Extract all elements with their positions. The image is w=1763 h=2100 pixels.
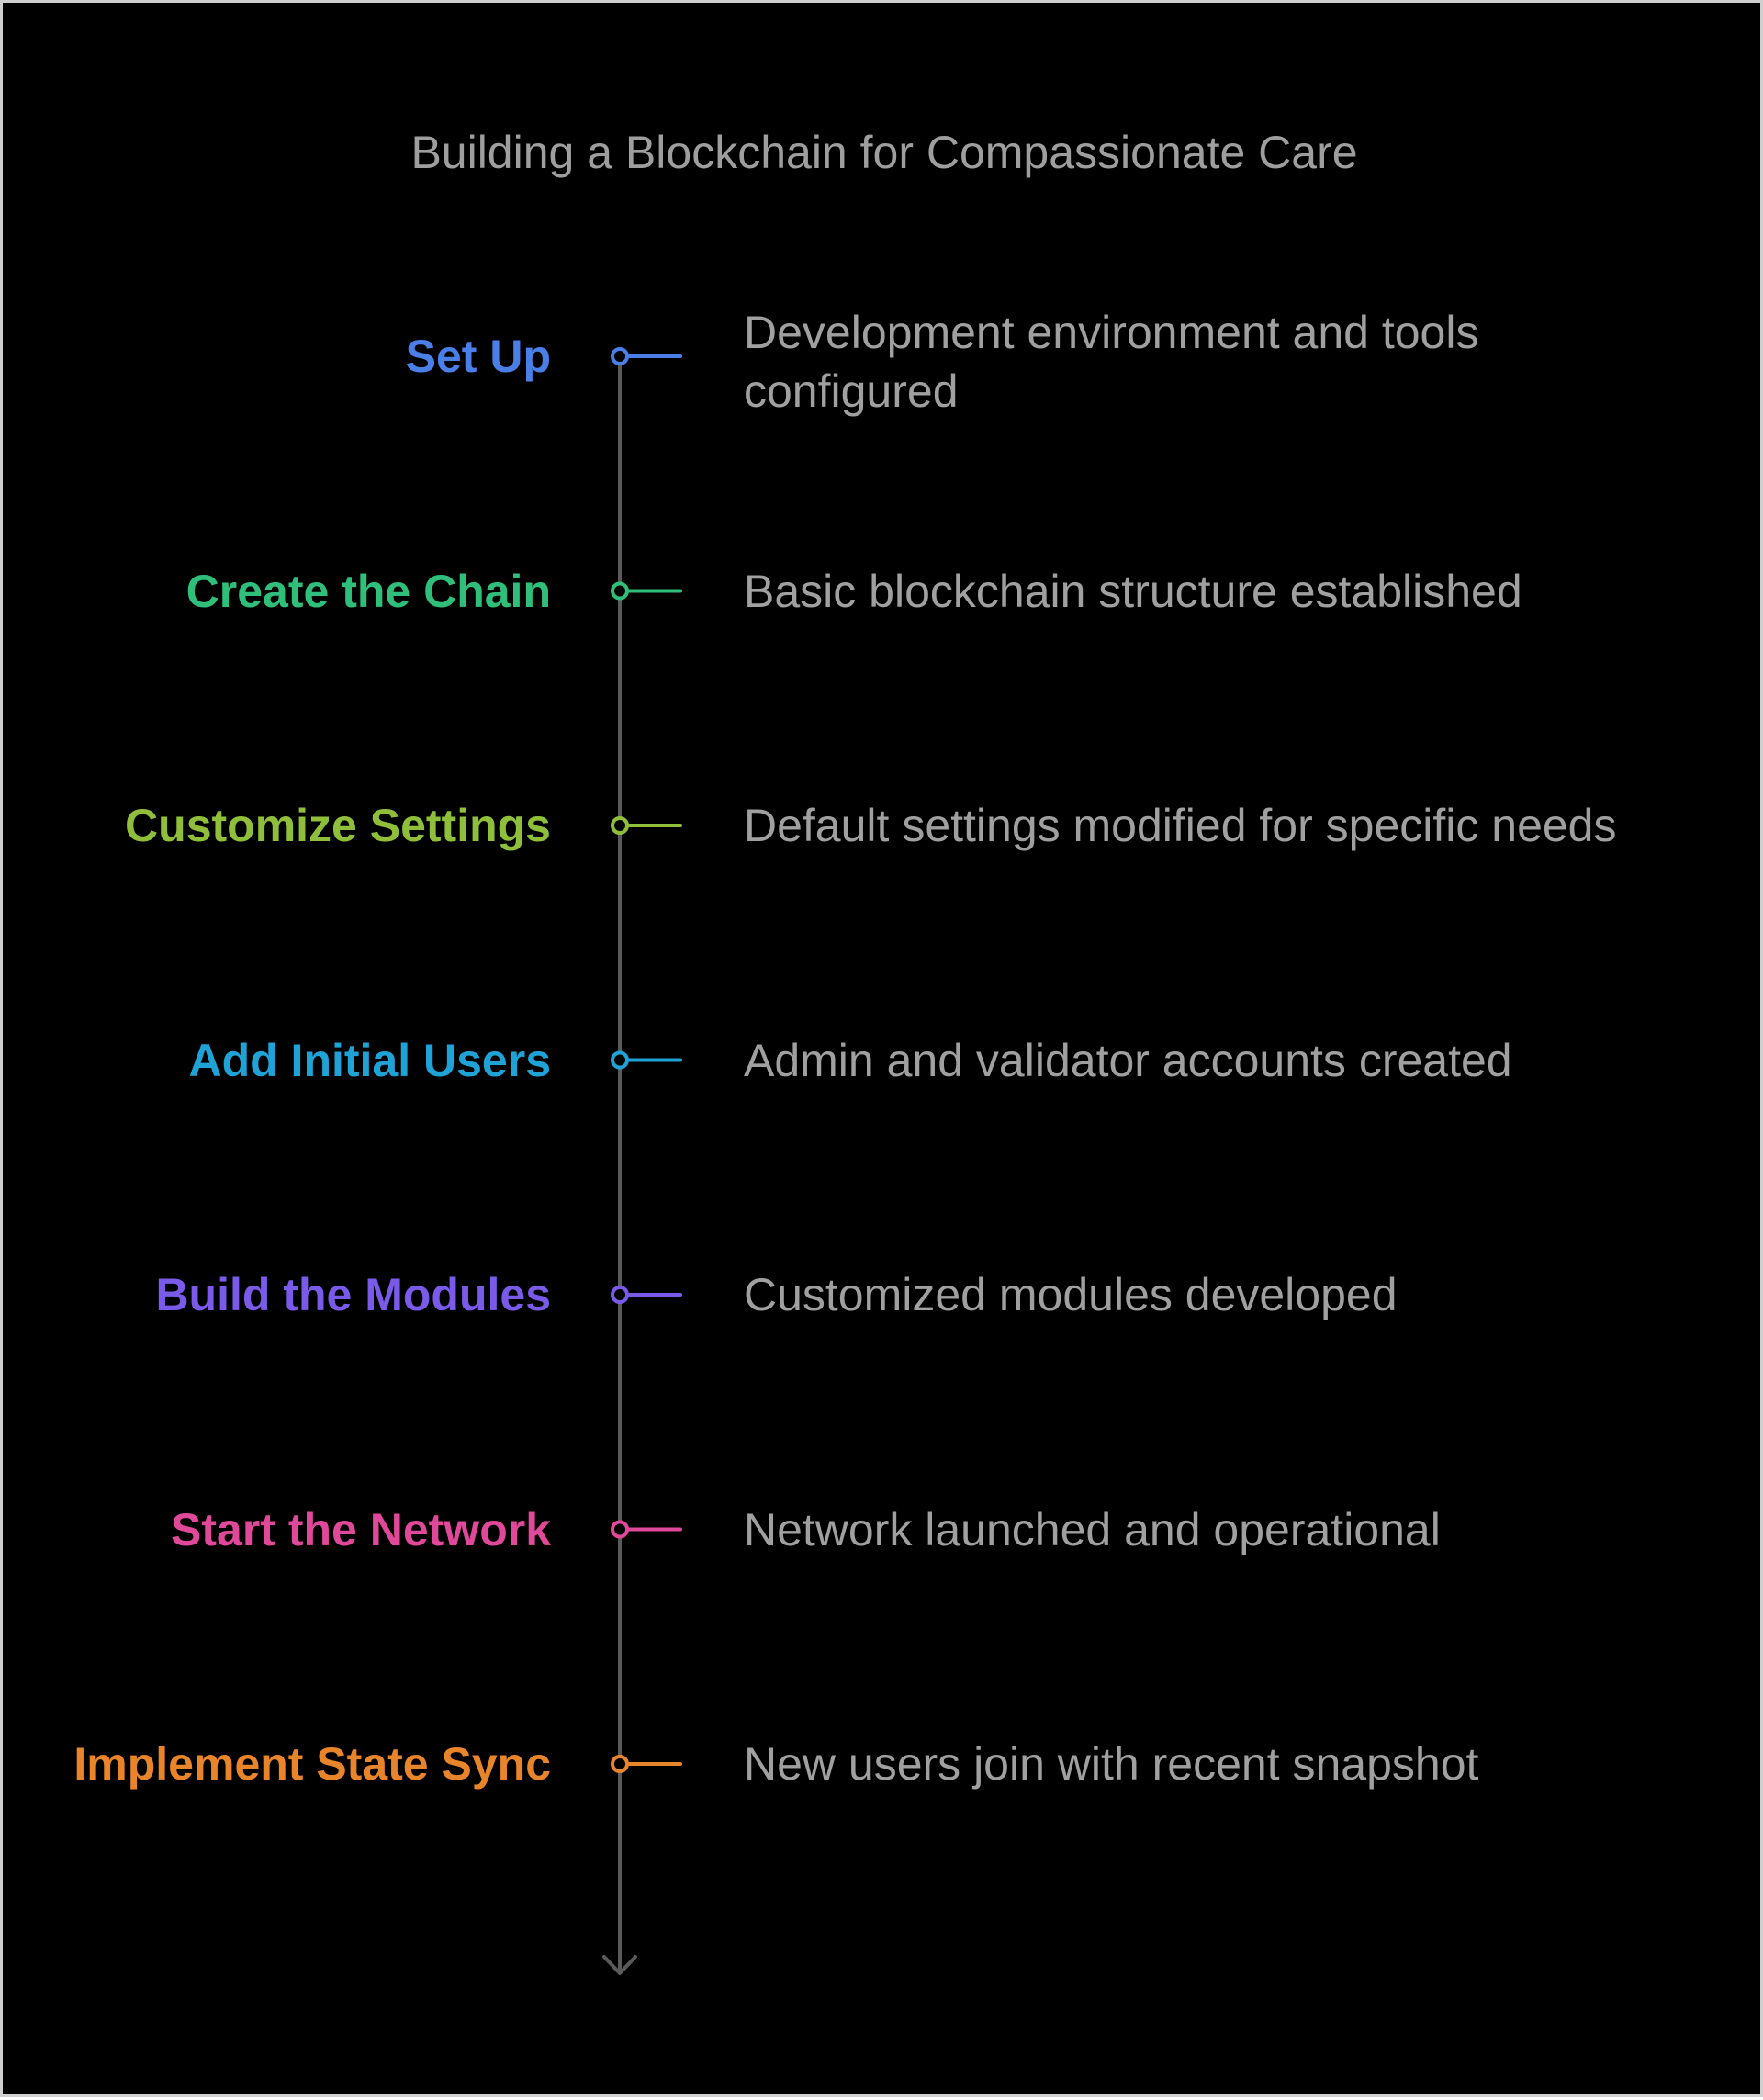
step-description: Network launched and operational — [744, 1503, 1441, 1555]
step-label: Create the Chain — [185, 565, 551, 617]
step-label: Build the Modules — [155, 1269, 551, 1320]
step-label: Add Initial Users — [188, 1034, 551, 1086]
step-node-icon — [611, 581, 629, 601]
step-node-icon — [611, 1755, 629, 1773]
step-description: Default settings modified for specific n… — [744, 800, 1617, 851]
step-label: Customize Settings — [125, 800, 551, 851]
step-label: Implement State Sync — [73, 1738, 551, 1790]
step-description: Admin and validator accounts created — [744, 1034, 1512, 1086]
diagram-title: Building a Blockchain for Compassionate … — [410, 127, 1358, 178]
step-node-icon — [611, 1050, 629, 1070]
step-description: Basic blockchain structure established — [744, 565, 1522, 617]
step-description: Development environment and tools config… — [744, 307, 1479, 417]
step-node-icon — [611, 347, 629, 365]
timeline-graphic — [602, 347, 682, 1975]
step-description: Customized modules developed — [744, 1269, 1398, 1320]
step-label: Start the Network — [171, 1503, 551, 1555]
timeline-arrowhead-icon — [602, 1955, 637, 1975]
step-label: Set Up — [405, 331, 551, 382]
step-node-icon — [611, 1520, 629, 1539]
step-description: New users join with recent snapshot — [744, 1738, 1479, 1790]
step-node-icon — [611, 1286, 629, 1304]
step-node-icon — [611, 816, 629, 835]
